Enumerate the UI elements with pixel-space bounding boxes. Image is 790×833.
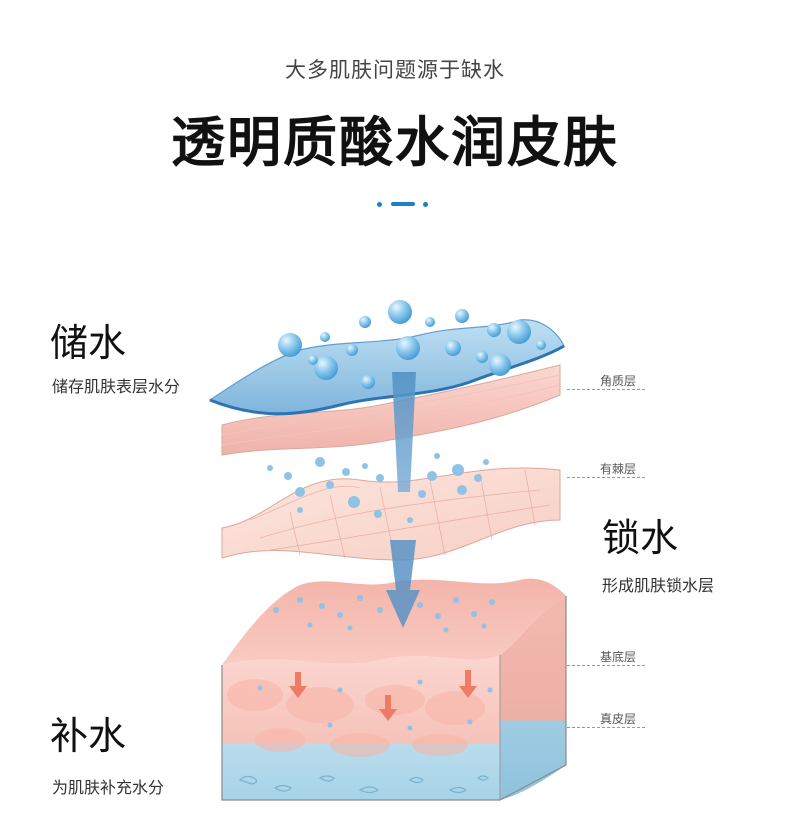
- replenish-desc: 为肌肤补充水分: [52, 778, 165, 797]
- subtitle: 大多肌肤问题源于缺水: [285, 58, 505, 82]
- lock-desc: 形成肌肤锁水层: [602, 576, 715, 595]
- store-title: 储水: [50, 321, 127, 365]
- label-basal: 基底层: [600, 650, 637, 664]
- page-title: 透明质酸水润皮肤: [171, 111, 619, 174]
- spinous-layer: [221, 467, 561, 561]
- dermis-block: [221, 578, 567, 801]
- water-bubbles: [278, 300, 546, 389]
- label-dermis: 真皮层: [600, 712, 637, 726]
- leader-basal: [567, 665, 645, 666]
- stratum-corneum-layer: [208, 319, 565, 456]
- label-spinous: 有棘层: [600, 462, 637, 476]
- label-stratum-corneum: 角质层: [600, 374, 637, 388]
- store-desc: 储存肌肤表层水分: [52, 377, 181, 396]
- title-divider: [375, 200, 431, 208]
- lock-title: 锁水: [602, 516, 679, 560]
- leader-spinous: [567, 477, 645, 478]
- replenish-title: 补水: [50, 714, 127, 758]
- water-flow-arrow: [386, 372, 420, 628]
- leader-dermis: [567, 727, 645, 728]
- leader-stratum-corneum: [567, 389, 645, 390]
- water-droplets: [257, 453, 495, 731]
